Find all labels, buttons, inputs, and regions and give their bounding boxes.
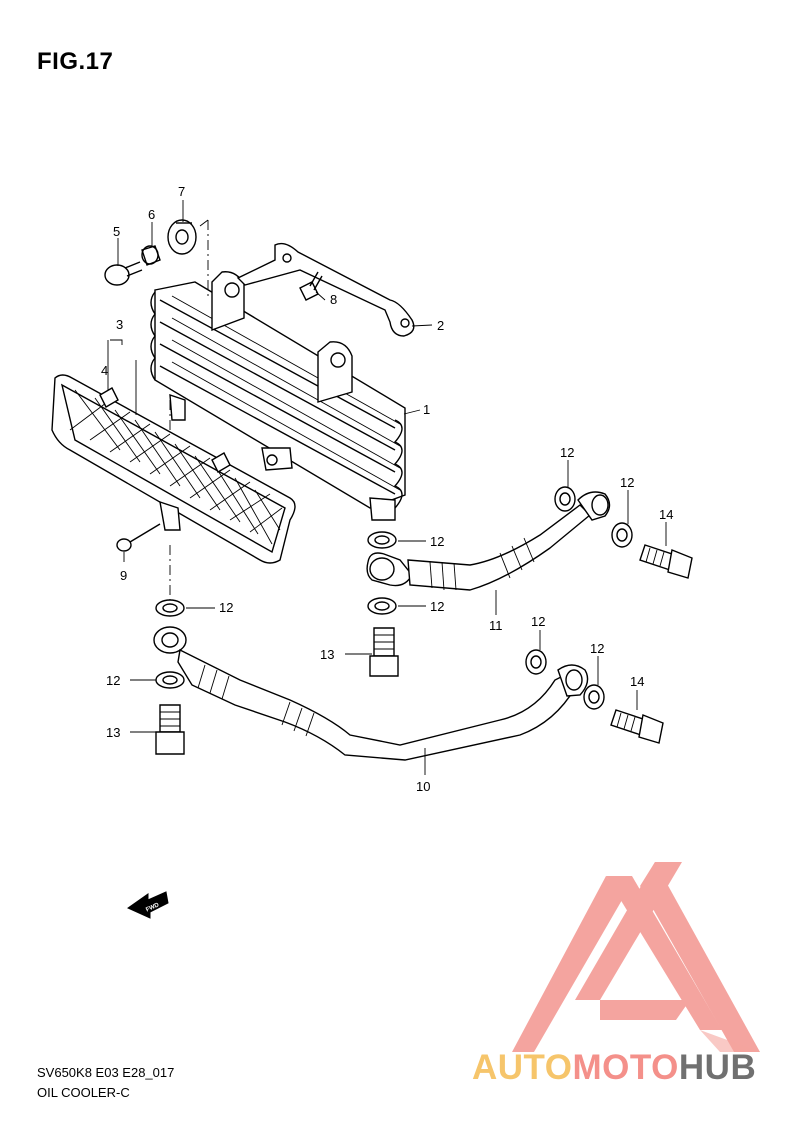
brand-part-hub: HUB xyxy=(678,1048,757,1087)
fwd-arrow-icon: FWD xyxy=(126,891,169,919)
cooler-guard-net xyxy=(51,374,296,564)
brand-wordmark: AUTOMOTOHUB xyxy=(472,1048,756,1088)
callout-12-e: 12 xyxy=(219,600,233,615)
callout-12-d: 12 xyxy=(430,599,444,614)
brand-part-moto: MOTO xyxy=(572,1048,679,1087)
collar-6 xyxy=(141,245,161,266)
oil-hose-10 xyxy=(153,626,589,761)
callout-labels: 7 6 5 8 2 1 3 4 9 12 12 14 12 12 12 11 1… xyxy=(101,184,673,794)
callout-12-h: 12 xyxy=(590,641,604,656)
grommet-7 xyxy=(167,219,197,255)
brand-part-auto: AUTO xyxy=(472,1048,573,1087)
diagram-name: OIL COOLER-C xyxy=(37,1085,130,1100)
diagram-code: SV650K8 E03 E28_017 xyxy=(37,1065,175,1080)
washer-12 xyxy=(155,486,633,710)
callout-9: 9 xyxy=(120,568,127,583)
bolt-5 xyxy=(104,261,143,286)
callout-13-b: 13 xyxy=(106,725,120,740)
callout-6: 6 xyxy=(148,207,155,222)
callout-12-f: 12 xyxy=(106,673,120,688)
callout-10: 10 xyxy=(416,779,430,794)
callout-12-g: 12 xyxy=(531,614,545,629)
callout-11: 11 xyxy=(489,618,503,633)
callout-7: 7 xyxy=(178,184,185,199)
callout-12-c: 12 xyxy=(430,534,444,549)
mounting-bracket xyxy=(236,242,415,337)
callout-1: 1 xyxy=(423,402,430,417)
callout-5: 5 xyxy=(113,224,120,239)
oil-cooler-core xyxy=(150,271,406,521)
union-bolt-13 xyxy=(155,627,399,755)
callout-12-a: 12 xyxy=(560,445,574,460)
union-bolt-14 xyxy=(610,544,693,744)
callout-4: 4 xyxy=(101,363,108,378)
oil-hose-11 xyxy=(366,491,611,591)
callout-12-b: 12 xyxy=(620,475,634,490)
callout-2: 2 xyxy=(437,318,444,333)
brand-logo-icon xyxy=(512,862,760,1052)
callout-14-b: 14 xyxy=(630,674,644,689)
callout-14-a: 14 xyxy=(659,507,673,522)
fwd-label: FWD xyxy=(145,902,161,913)
screw-9 xyxy=(116,523,161,552)
leader-lines xyxy=(107,200,667,775)
figure-title: FIG.17 xyxy=(37,48,114,75)
callout-8: 8 xyxy=(330,292,337,307)
callout-3: 3 xyxy=(116,317,123,332)
callout-13-a: 13 xyxy=(320,647,334,662)
